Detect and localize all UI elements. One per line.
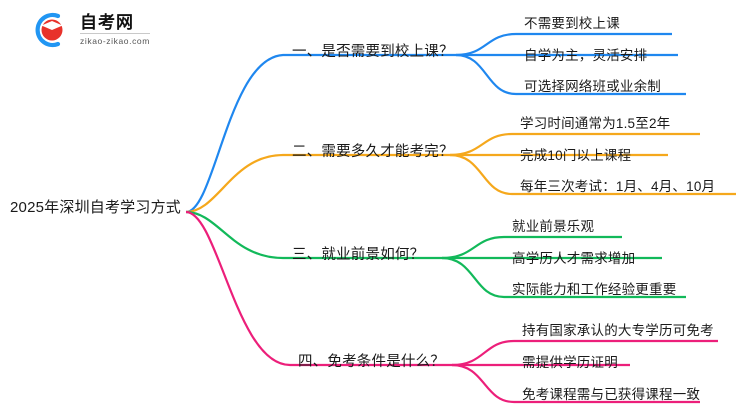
leaf-node-2-2[interactable]: 完成10门以上课程 xyxy=(520,148,632,163)
root-to-branch-2-line xyxy=(185,153,450,214)
leaf-node-1-3[interactable]: 可选择网络班或业余制 xyxy=(524,79,661,94)
root-to-branch-4-line xyxy=(185,210,452,367)
root-node-label[interactable]: 2025年深圳自考学习方式 xyxy=(10,199,181,216)
branch-node-1[interactable]: 一、是否需要到校上课？ xyxy=(292,44,454,60)
leaf-node-1-1[interactable]: 不需要到校上课 xyxy=(524,16,620,31)
leaf-node-4-2[interactable]: 需提供学历证明 xyxy=(522,355,618,370)
site-logo[interactable]: 自考网 zikao-zikao.com xyxy=(28,8,168,52)
leaf-node-3-1[interactable]: 就业前景乐观 xyxy=(512,219,595,234)
leaf-node-1-2[interactable]: 自学为主，灵活安排 xyxy=(524,48,648,63)
branch-node-2[interactable]: 二、需要多久才能考完？ xyxy=(292,144,454,160)
root-to-branch-1-line xyxy=(185,53,456,214)
leaf-node-3-3[interactable]: 实际能力和工作经验更重要 xyxy=(512,282,677,297)
leaf-node-3-2[interactable]: 高学历人才需求增加 xyxy=(512,251,636,266)
leaf-node-4-1[interactable]: 持有国家承认的大专学历可免考 xyxy=(522,323,714,338)
logo-url: zikao-zikao.com xyxy=(80,36,150,47)
leaf-node-2-1[interactable]: 学习时间通常为1.5至2年 xyxy=(520,116,671,131)
leaf-node-4-3[interactable]: 免考课程需与已获得课程一致 xyxy=(522,387,701,402)
branch-node-3[interactable]: 三、就业前景如何？ xyxy=(292,247,425,263)
leaf-node-2-3[interactable]: 每年三次考试：1月、4月、10月 xyxy=(520,179,716,194)
graduation-cap-icon xyxy=(35,12,63,48)
logo-title: 自考网 xyxy=(80,14,150,35)
logo-text-block: 自考网 zikao-zikao.com xyxy=(80,14,150,46)
branch-node-4[interactable]: 四、免考条件是什么？ xyxy=(298,354,445,370)
